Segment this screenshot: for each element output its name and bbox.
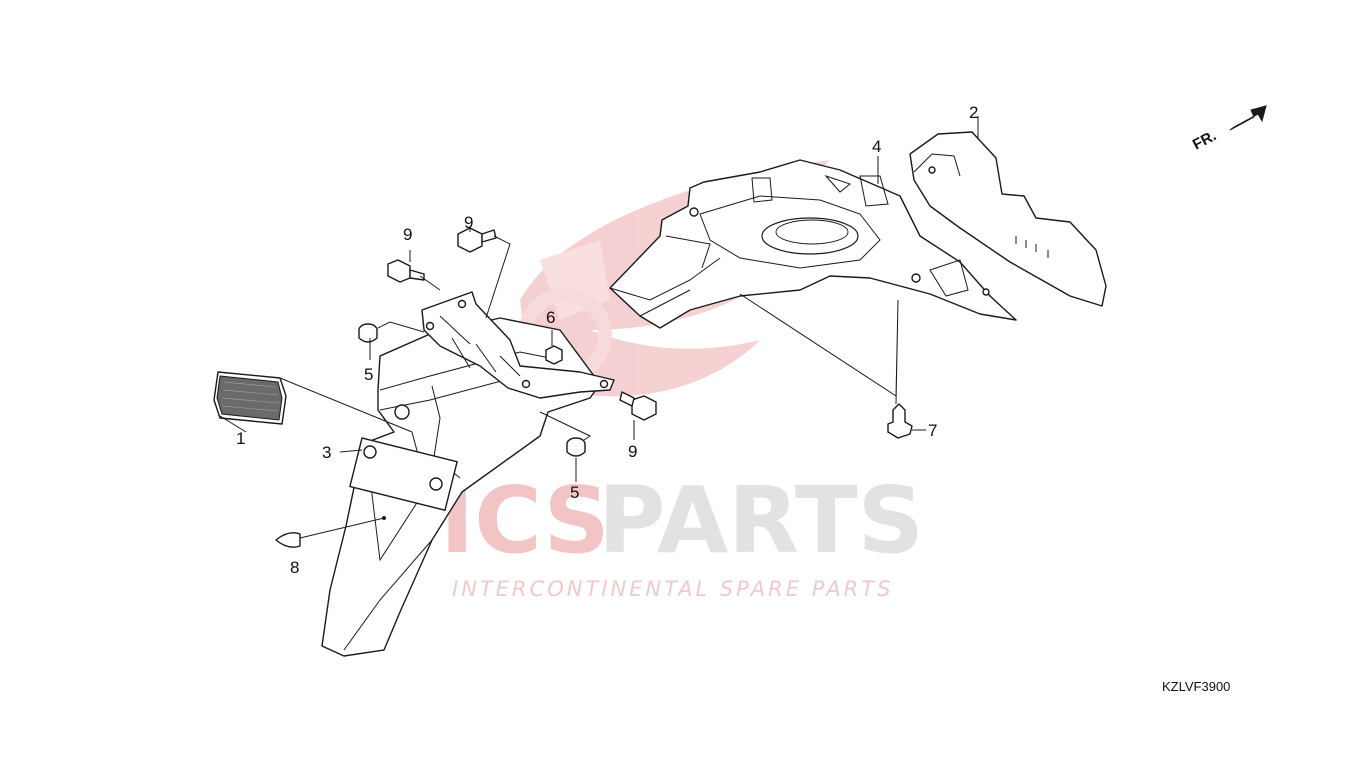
callout-6: 6 xyxy=(546,308,555,327)
callout-2: 2 xyxy=(969,103,978,122)
callout-8: 8 xyxy=(290,558,299,577)
callout-9-right: 9 xyxy=(628,442,637,461)
nut-5-lower xyxy=(566,437,586,457)
leader-lines xyxy=(219,116,979,539)
part-rear-fender xyxy=(321,291,615,657)
watermark-brand-grey: PARTS xyxy=(598,467,924,574)
diagram-code: KZLVF3900 xyxy=(1162,679,1230,694)
front-direction-label: FR. xyxy=(1190,127,1219,153)
part-splash-cover xyxy=(909,131,1107,307)
clip-8 xyxy=(275,532,301,548)
callout-5-upper: 5 xyxy=(364,365,373,384)
callout-7: 7 xyxy=(928,421,937,440)
front-arrow-icon xyxy=(1229,105,1267,131)
callout-3: 3 xyxy=(322,443,331,462)
bolt-9-left xyxy=(387,259,425,283)
callout-4: 4 xyxy=(872,137,881,156)
callout-5-lower: 5 xyxy=(570,483,579,502)
callout-9-left: 9 xyxy=(403,225,412,244)
callouts: 1 2 3 4 5 5 6 7 8 9 9 9 xyxy=(236,103,978,577)
front-direction-indicator: FR. xyxy=(1190,105,1267,154)
watermark-tagline: INTERCONTINENTAL SPARE PARTS xyxy=(452,577,893,601)
part-reflector xyxy=(213,371,287,425)
clip-7 xyxy=(887,403,913,439)
part-inner-fender xyxy=(609,159,1017,329)
nut-5-upper xyxy=(358,323,378,343)
callout-9-top: 9 xyxy=(464,213,473,232)
nut-6 xyxy=(545,345,563,365)
callout-1: 1 xyxy=(236,429,245,448)
bolt-9-right xyxy=(619,391,657,421)
